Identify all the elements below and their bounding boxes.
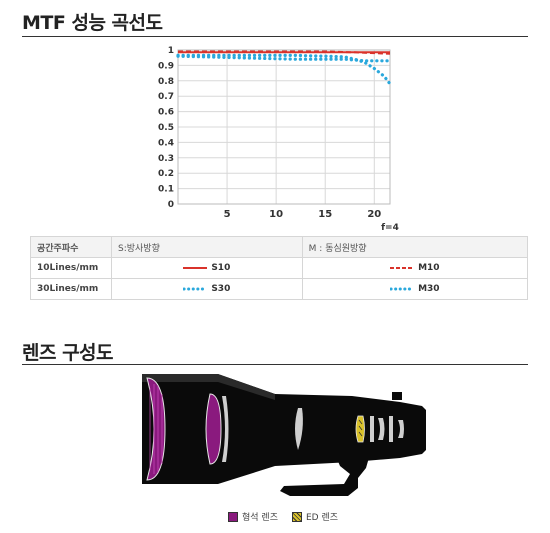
series-line-s30 [176,53,392,86]
rear-lens-element [378,418,385,440]
legend-fluorite: 형석 렌즈 [228,510,278,523]
dashed-line-swatch [390,266,415,269]
legend-fluorite-label: 형석 렌즈 [242,513,278,523]
y-tick-label: 1 [168,46,174,56]
legend-m30-label: M30 [418,283,440,294]
legend-ed-label: ED 렌즈 [305,513,339,523]
legend-s10: S10 [183,263,230,273]
header-spatial-frequency: 공간주파수 [30,236,112,258]
rear-lens-element [398,420,404,438]
legend-m10: M10 [390,262,440,273]
dotted-line-swatch [183,287,208,290]
legend-s30-label: S30 [211,283,231,294]
front-fluorite-hatch [149,384,163,474]
rear-lens-element [370,416,374,442]
legend-s30: S30 [183,284,230,294]
series-line-m10 [178,50,391,55]
barrel-highlight [142,374,275,400]
series-line-m30 [176,54,392,63]
x-tick-label: 10 [269,209,283,220]
y-tick-label: 0.5 [158,123,174,133]
header-sagittal: S:방사방향 [111,236,303,258]
table-header-row: 공간주파수 S:방사방향 M : 동심원방향 [30,236,529,258]
fluorite-swatch [228,511,238,522]
x-tick-label: 15 [318,209,332,220]
row-label-30: 30Lines/mm [30,278,112,300]
y-tick-label: 0.6 [158,108,174,118]
table-row: 30Lines/mm S30 M30 [30,278,529,300]
lens-construction-diagram [142,374,426,496]
y-tick-label: 0.2 [158,169,174,179]
y-tick-label: 0.1 [158,185,174,195]
tripod-foot [280,454,370,496]
legend-s10-label: S10 [211,262,231,273]
mtf-title-rule [22,36,528,37]
y-tick-label: 0 [168,200,174,210]
y-tick-label: 0.8 [158,77,174,87]
lens-title-rule [22,364,528,365]
mtf-section-title: MTF 성능 곡선도 [22,12,163,34]
ed-lens-hatch [358,419,363,437]
dotted-line-swatch [390,287,415,290]
y-tick-label: 0.7 [158,92,174,102]
y-tick-label: 0.9 [158,61,174,71]
legend-m10-label: M10 [418,262,440,273]
second-fluorite-lens-element [205,393,222,465]
x-tick-label: 20 [367,209,381,220]
header-meridional: M : 동심원방향 [301,236,529,258]
second-group-glass [222,396,229,462]
ed-swatch [291,511,302,522]
rear-lens-element [389,416,393,442]
table-row: 10Lines/mm S10 M10 [30,257,529,279]
y-tick-label: 0.4 [158,138,174,148]
middle-lens-element [295,408,303,450]
lens-section-title: 렌즈 구성도 [22,342,114,364]
row-label-10: 10Lines/mm [30,257,112,279]
legend-ed: ED 렌즈 [291,510,339,523]
x-tick-label: 5 [224,209,231,220]
mtf-legend-table: 공간주파수 S:방사방향 M : 동심원방향 10Lines/mm S10 M1… [30,236,529,300]
lens-legend: 형석 렌즈 ED 렌즈 [228,510,338,523]
plot-frame [177,49,391,205]
f-number-label: f=4 [381,223,399,233]
legend-m30: M30 [390,283,440,294]
ed-lens-element [355,415,365,443]
solid-line-swatch [183,266,208,269]
y-tick-label: 0.3 [158,154,174,164]
barrel-knob [392,392,402,400]
